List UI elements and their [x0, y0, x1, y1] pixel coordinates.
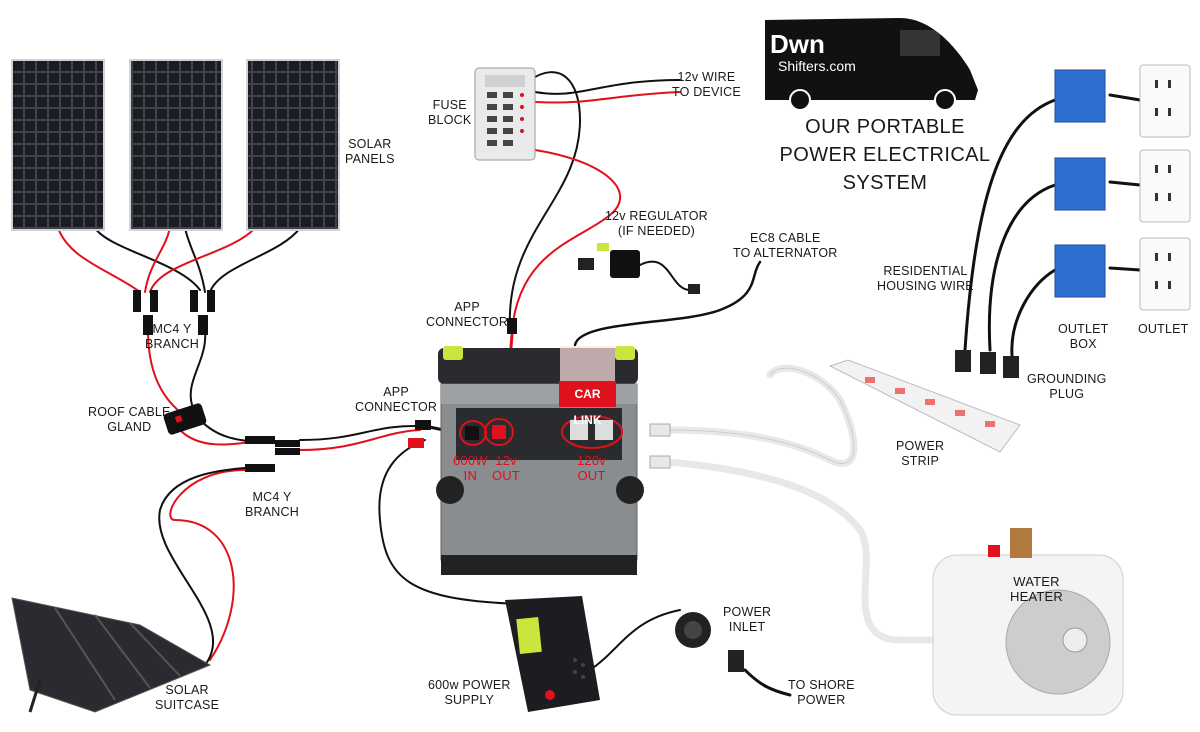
title-line2: POWER ELECTRICAL — [779, 144, 991, 166]
outlet-boxes — [1054, 69, 1106, 298]
logo-line1: Dwn — [770, 29, 825, 59]
panel-wire — [57, 227, 141, 293]
housing-wire — [1108, 266, 1142, 272]
solar-panel — [129, 59, 223, 231]
outlets — [1139, 64, 1191, 311]
panel-wire — [209, 227, 301, 293]
app-wire — [378, 439, 521, 605]
mc4-branch-bottom — [245, 436, 300, 472]
grounding-plugs — [955, 350, 1019, 378]
power-supply — [505, 596, 600, 712]
housing-wire — [963, 98, 1057, 352]
mc4-wire — [299, 429, 421, 451]
fuse-wire — [534, 91, 681, 104]
housing-wire — [1108, 93, 1142, 102]
van-logo — [765, 18, 978, 111]
fuse-wire — [511, 149, 622, 331]
panel-wire — [184, 227, 206, 293]
solar-suitcase — [11, 597, 212, 713]
panel-wire — [149, 227, 256, 293]
panel-wire — [94, 227, 201, 291]
fuse-block — [474, 67, 536, 161]
fuse-wire — [534, 79, 681, 95]
power-inlet — [675, 612, 744, 672]
regulator-wire — [639, 260, 691, 291]
power-strip — [828, 359, 1021, 453]
regulator — [578, 243, 700, 294]
ec8-wire — [573, 260, 762, 347]
shore-wire — [743, 668, 792, 697]
app-connector-plugs — [408, 318, 517, 448]
roof-cable-gland — [163, 403, 207, 435]
suitcase-wire — [169, 469, 246, 661]
housing-wire — [1010, 268, 1057, 357]
housing-wire — [987, 183, 1057, 352]
water-heater — [932, 528, 1124, 716]
suitcase-wire — [158, 467, 246, 666]
diagram-title: OUR PORTABLE POWER ELECTRICAL SYSTEM — [760, 113, 1010, 197]
mc4-branch-top — [133, 290, 215, 335]
housing-wire — [1108, 180, 1142, 187]
ac-cord — [667, 367, 855, 464]
yeti-power-station — [436, 346, 644, 575]
logo-line2: Shifters.com — [778, 58, 856, 74]
car-link-badge: CAR LINK — [559, 381, 616, 427]
inlet-wire — [589, 609, 681, 671]
mc4-wire — [299, 424, 421, 441]
solar-panel — [246, 59, 340, 231]
label-outlet: OUTLET — [1138, 322, 1189, 336]
wires — [57, 71, 1142, 697]
ac-cord — [664, 458, 939, 644]
solar-panel — [11, 59, 105, 231]
logo: Dwn Shifters.com — [770, 30, 880, 74]
title-line1: OUR PORTABLE — [805, 116, 965, 138]
label-regulator: 12v REGULATOR(IF NEEDED) — [605, 209, 708, 238]
panel-wire — [144, 227, 171, 293]
ac-cord — [664, 364, 858, 467]
title-line3: SYSTEM — [842, 172, 928, 194]
solar-panels — [11, 59, 340, 231]
mc4-wire — [147, 329, 181, 413]
fuse-wire — [508, 71, 582, 331]
ac-plugs — [649, 423, 671, 469]
mc4-wire — [189, 329, 207, 406]
